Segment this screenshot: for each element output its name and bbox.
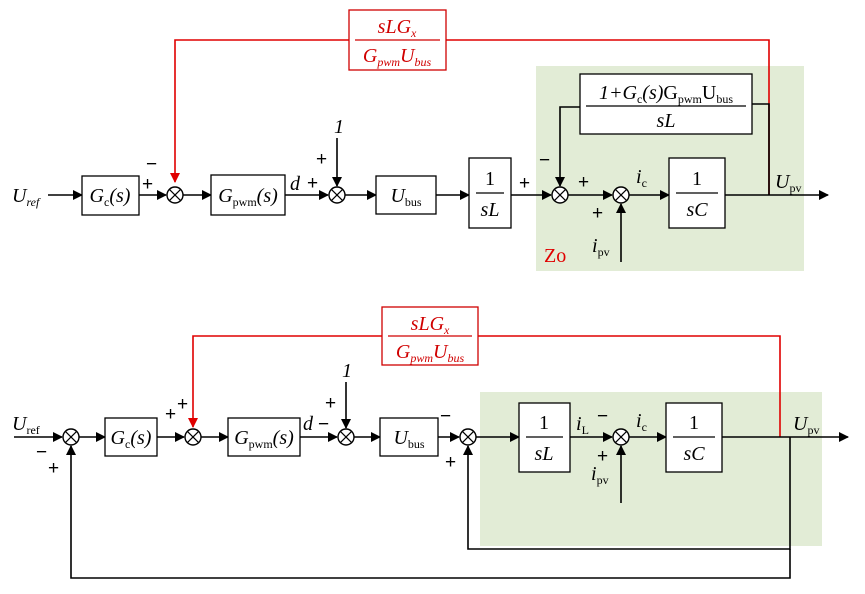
- bottom-sign: +: [445, 452, 456, 473]
- top-one-label: 1: [334, 116, 344, 138]
- bottom-ubus-block: [379, 417, 439, 457]
- bottom-one-label: 1: [342, 360, 352, 382]
- top-sign: +: [578, 172, 589, 193]
- top-sign: +: [142, 174, 153, 195]
- svg-text:sL: sL: [535, 443, 554, 465]
- svg-text:sLGx: sLGx: [378, 16, 417, 40]
- bottom-fb-num: sLG: [411, 313, 445, 335]
- bottom-sign: +: [177, 394, 188, 415]
- top-sign: +: [316, 149, 327, 170]
- svg-text:Gpwm(s): Gpwm(s): [218, 185, 278, 209]
- bottom-sign: −: [318, 414, 329, 435]
- svg-text:1: 1: [689, 412, 699, 434]
- svg-text:Ubus: Ubus: [390, 185, 421, 209]
- bottom-red-feedback-to-sum: [188, 335, 382, 428]
- bottom-sign: −: [597, 406, 608, 427]
- bottom-d-label: d: [303, 413, 314, 435]
- top-ic-label: ic: [636, 166, 647, 190]
- svg-text:sC: sC: [686, 199, 708, 221]
- svg-text:sC: sC: [683, 443, 705, 465]
- top-sign: +: [592, 203, 603, 224]
- svg-text:1: 1: [485, 168, 495, 190]
- bottom-sign: −: [36, 442, 47, 463]
- zo-label: Zo: [544, 245, 566, 267]
- svg-text:Gc(s): Gc(s): [90, 185, 131, 209]
- svg-text:GpwmUbus: GpwmUbus: [363, 45, 432, 69]
- svg-text:1+Gc(s)GpwmUbus: 1+Gc(s)GpwmUbus: [599, 82, 733, 106]
- top-ipv-label: ipv: [592, 235, 610, 259]
- svg-text:1: 1: [692, 168, 702, 190]
- svg-text:GpwmUbus: GpwmUbus: [396, 341, 465, 365]
- svg-text:Gc(s): Gc(s): [111, 427, 152, 451]
- svg-text:sL: sL: [657, 110, 676, 132]
- top-fb-num: sLG: [378, 16, 412, 38]
- bottom-il-label: iL: [576, 413, 589, 437]
- svg-text:1: 1: [539, 412, 549, 434]
- top-gc-block: [81, 175, 140, 216]
- top-sign: −: [539, 150, 550, 171]
- bottom-ic-label: ic: [636, 410, 647, 434]
- bottom-gpwm-block: [227, 417, 301, 457]
- bottom-sign: +: [325, 393, 336, 414]
- svg-text:Ubus: Ubus: [393, 427, 424, 451]
- bottom-sign: −: [440, 406, 451, 427]
- bottom-output-label: Upv: [793, 413, 819, 437]
- top-red-feedback-to-sum: [170, 39, 349, 183]
- bottom-sign: +: [48, 458, 59, 479]
- bottom-red-feedback-from-output: [478, 335, 781, 437]
- top-sign: +: [519, 173, 530, 194]
- bottom-sign: +: [165, 404, 176, 425]
- bottom-gc-block: [104, 417, 158, 457]
- top-sign: +: [307, 173, 318, 194]
- top-d-label: d: [290, 173, 301, 195]
- bottom-ipv-label: ipv: [591, 463, 609, 487]
- top-zo-feedback-block: [579, 73, 753, 135]
- bottom-outer-feedback: [66, 445, 791, 579]
- top-input-label: Uref: [12, 185, 41, 209]
- bottom-inner-feedback: [463, 437, 791, 550]
- top-fb-den-g: G: [363, 45, 378, 67]
- top-output-label: Upv: [775, 171, 801, 195]
- svg-text:sL: sL: [481, 199, 500, 221]
- bottom-sign: +: [597, 446, 608, 467]
- svg-text:sLGx: sLGx: [411, 313, 450, 337]
- bottom-input-label: Uref: [12, 413, 40, 437]
- top-sign: −: [146, 154, 157, 175]
- svg-text:Gpwm(s): Gpwm(s): [234, 427, 294, 451]
